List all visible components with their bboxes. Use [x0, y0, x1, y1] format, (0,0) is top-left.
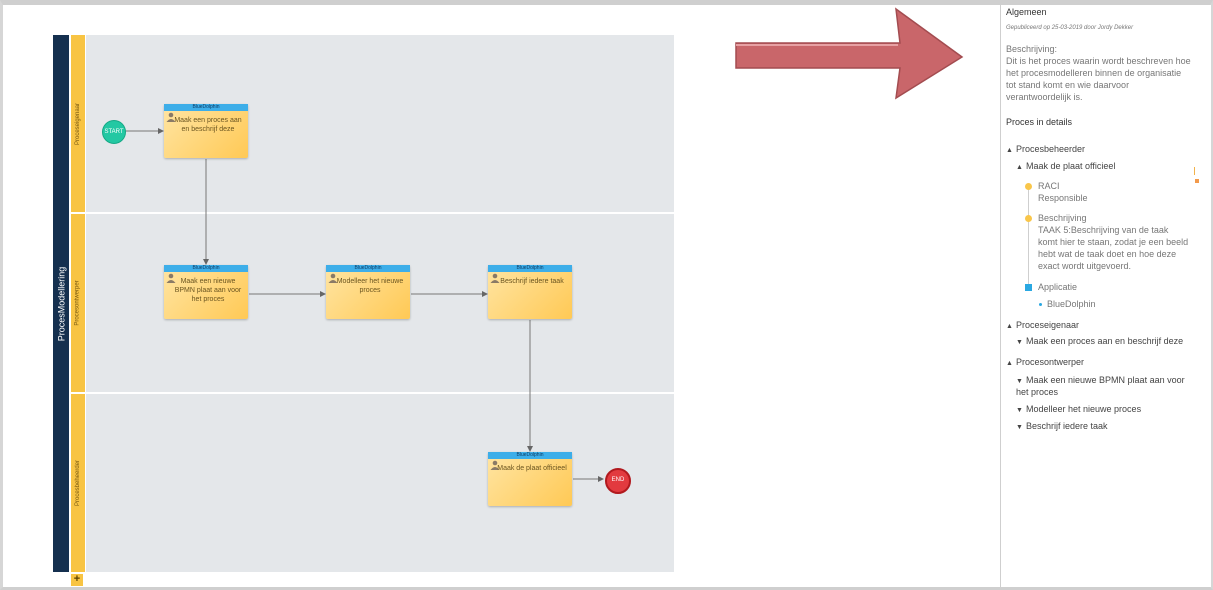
- task-description-line: exact wordt uitgevoerd.: [1038, 261, 1132, 271]
- task-application-header: BlueDolphin: [488, 265, 572, 272]
- lane-label: Proceseigenaar: [75, 102, 81, 145]
- task-label: Maak een nieuwe BPMN plaat aan voor het …: [174, 278, 242, 303]
- task-description-line: komt hier te staan, zodat je een beeld: [1038, 237, 1189, 247]
- raci-dot-icon: [1025, 183, 1032, 190]
- task-card[interactable]: BlueDolphin Maak een nieuwe BPMN plaat a…: [164, 265, 248, 319]
- timeline-line: [1028, 187, 1029, 285]
- user-icon: [490, 273, 500, 283]
- task-card[interactable]: BlueDolphin Maak de plaat officieel: [488, 452, 572, 506]
- lane-header-proceseigenaar[interactable]: [71, 35, 85, 212]
- user-icon: [328, 273, 338, 283]
- caret-down-icon: ▼: [1016, 339, 1023, 346]
- caret-down-icon: ▼: [1016, 424, 1023, 431]
- published-info: Gepubliceerd op 25-03-2019 door Jordy De…: [1006, 25, 1134, 31]
- start-event[interactable]: START: [102, 120, 126, 144]
- task-label: Maak de plaat officieel: [497, 465, 567, 472]
- task-item[interactable]: ▼Modelleer het nieuwe proces: [1016, 404, 1142, 414]
- end-event[interactable]: END: [605, 468, 631, 494]
- task-description-line: hebt wat de taak doet en hoe deze: [1038, 249, 1177, 259]
- user-icon: [166, 273, 176, 283]
- task-item-continued[interactable]: het proces: [1016, 387, 1059, 397]
- description-line: tot stand komt en wie daarvoor: [1006, 80, 1130, 90]
- lane-label: Procesontwerper: [75, 280, 82, 326]
- pool-header[interactable]: [53, 35, 69, 572]
- caret-down-icon: ▼: [1016, 407, 1023, 414]
- description-line: het procesmodelleren binnen de organisat…: [1006, 68, 1182, 78]
- description-line: verantwoordelijk is.: [1006, 92, 1083, 102]
- pool-title: ProcesModellering: [56, 266, 67, 341]
- task-label: Modelleer het nieuwe proces: [336, 278, 404, 294]
- user-icon: [166, 112, 176, 122]
- task-card[interactable]: BlueDolphin Modelleer het nieuwe proces: [326, 265, 410, 319]
- task-item-expanded[interactable]: ▲Maak de plaat officieel: [1016, 161, 1116, 171]
- application-square-icon: [1025, 284, 1032, 291]
- raci-value: Responsible: [1038, 193, 1088, 203]
- caret-up-icon: ▲: [1006, 323, 1013, 330]
- scroll-mark: [1194, 167, 1195, 175]
- task-application-header: BlueDolphin: [326, 265, 410, 272]
- task-label: Beschrijf iedere taak: [500, 278, 564, 285]
- task-label: Maak een proces aan en beschrijf deze: [174, 117, 242, 133]
- group-procesbeheerder[interactable]: ▲Procesbeheerder: [1006, 144, 1086, 154]
- add-lane-button[interactable]: +: [71, 574, 83, 586]
- task-item[interactable]: ▼Beschrijf iedere taak: [1016, 421, 1108, 431]
- lane-procesbeheerder[interactable]: [86, 394, 674, 572]
- task-item[interactable]: ▼Maak een nieuwe BPMN plaat aan voor: [1016, 375, 1185, 385]
- application-label: Applicatie: [1038, 282, 1078, 292]
- raci-label: RACI: [1038, 181, 1060, 191]
- user-icon: [490, 460, 500, 470]
- task-description-line: TAAK 5:Beschrijving van de taak: [1038, 225, 1169, 235]
- caret-down-icon: ▼: [1016, 378, 1023, 385]
- task-application-header: BlueDolphin: [164, 104, 248, 111]
- details-heading: Proces in details: [1006, 117, 1073, 127]
- lane-header-procesontwerper[interactable]: [71, 214, 85, 392]
- task-application-header: BlueDolphin: [488, 452, 572, 459]
- task-description-label: Beschrijving: [1038, 213, 1087, 223]
- task-application-header: BlueDolphin: [164, 265, 248, 272]
- task-card[interactable]: BlueDolphin Beschrijf iedere taak: [488, 265, 572, 319]
- group-procesontwerper[interactable]: ▲Procesontwerper: [1006, 357, 1085, 367]
- lane-label: Procesbeheerder: [75, 459, 81, 507]
- description-label: Beschrijving:: [1006, 44, 1058, 54]
- application-value[interactable]: BlueDolphin: [1047, 299, 1096, 309]
- details-panel: Algemeen Gepubliceerd op 25-03-2019 door…: [1000, 5, 1211, 587]
- panel-title: Algemeen: [1006, 7, 1047, 17]
- caret-up-icon: ▲: [1006, 147, 1013, 154]
- lane-header-procesbeheerder[interactable]: [71, 394, 85, 572]
- caret-up-icon: ▲: [1016, 164, 1023, 171]
- scroll-mark: [1195, 179, 1199, 183]
- group-proceseigenaar[interactable]: ▲Proceseigenaar: [1006, 320, 1080, 330]
- description-dot-icon: [1025, 215, 1032, 222]
- description-line: Dit is het proces waarin wordt beschreve…: [1006, 56, 1191, 66]
- caret-up-icon: ▲: [1006, 360, 1013, 367]
- task-card[interactable]: BlueDolphin Maak een proces aan en besch…: [164, 104, 248, 158]
- task-item[interactable]: ▼Maak een proces aan en beschrijf deze: [1016, 336, 1184, 346]
- bullet-icon: [1039, 303, 1042, 306]
